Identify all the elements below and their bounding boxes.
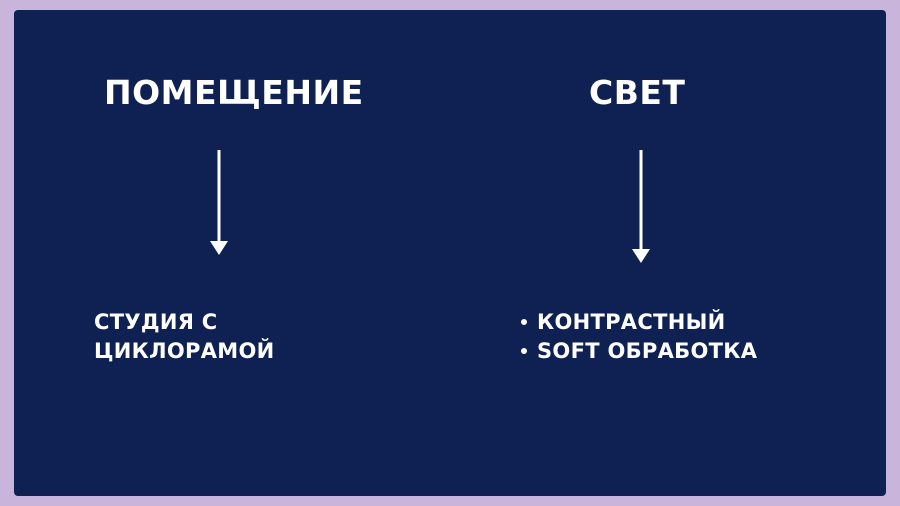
bullet-dot-icon xyxy=(521,319,527,325)
arrow-down-icon xyxy=(632,150,650,263)
bullet-dot-icon xyxy=(521,348,527,354)
left-body-line: СТУДИЯ С xyxy=(94,310,218,334)
arrow-down-icon xyxy=(210,150,228,255)
right-column-heading: СВЕТ xyxy=(589,73,686,112)
list-item: SOFT ОБРАБОТКА xyxy=(519,337,757,366)
list-item-label: КОНТРАСТНЫЙ xyxy=(537,310,726,334)
left-column-heading: ПОМЕЩЕНИЕ xyxy=(104,73,364,112)
list-item: КОНТРАСТНЫЙ xyxy=(519,308,757,337)
slide-panel: ПОМЕЩЕНИЕ СВЕТ СТУДИЯ С ЦИКЛОРАМОЙ КОНТР… xyxy=(14,10,886,496)
right-column-list: КОНТРАСТНЫЙ SOFT ОБРАБОТКА xyxy=(519,308,757,366)
list-item-label: SOFT ОБРАБОТКА xyxy=(537,339,758,363)
left-body-line: ЦИКЛОРАМОЙ xyxy=(94,339,275,363)
left-column-body: СТУДИЯ С ЦИКЛОРАМОЙ xyxy=(94,308,275,366)
